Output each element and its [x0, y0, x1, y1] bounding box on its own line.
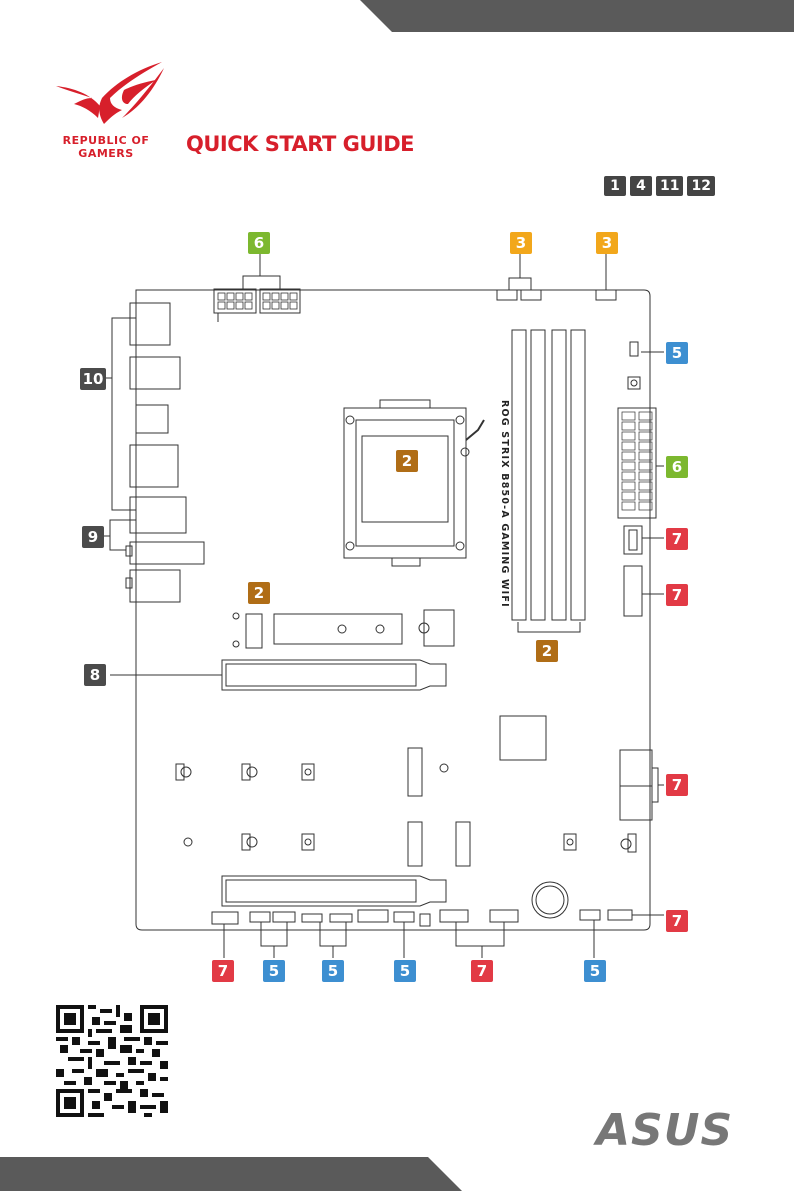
chipset [500, 716, 546, 760]
m2-slot-4 [456, 822, 470, 866]
dimm-slot-3 [552, 330, 566, 620]
io-block-7 [130, 570, 180, 602]
callout-bottom-5-c: 5 [394, 960, 416, 982]
qr-code [56, 1005, 168, 1117]
io-block-3 [136, 405, 168, 433]
dimm-slot-4 [571, 330, 585, 620]
io-block-6 [130, 542, 204, 564]
bottom-header-1 [212, 912, 238, 924]
callout-sata: 7 [666, 774, 688, 796]
callout-bottom-5-a: 5 [263, 960, 285, 982]
callout-bottom-5-b: 5 [322, 960, 344, 982]
cpu-socket [362, 436, 448, 522]
usb32-header [624, 566, 642, 616]
callout-io: 10 [80, 368, 106, 390]
callout-fan-b: 3 [596, 232, 618, 254]
reset-button [628, 377, 640, 389]
io-block-2 [130, 357, 180, 389]
callout-bottom-7-right: 7 [666, 910, 688, 932]
callout-pcie: 8 [84, 664, 106, 686]
callout-audio: 9 [82, 526, 104, 548]
callout-fan-a: 3 [510, 232, 532, 254]
callout-bottom-5-d: 5 [584, 960, 606, 982]
dimm-slot-2 [531, 330, 545, 620]
callout-atx-power: 6 [666, 456, 688, 478]
m2-connector [246, 614, 262, 648]
callout-usb32: 7 [666, 584, 688, 606]
m2-slot-3 [408, 822, 422, 866]
callout-bottom-7-left: 7 [212, 960, 234, 982]
callout-rgb-right: 5 [666, 342, 688, 364]
callout-cpu: 2 [396, 450, 418, 472]
callout-power-top: 6 [248, 232, 270, 254]
fan-header-1 [497, 290, 517, 300]
io-block-5 [130, 497, 186, 533]
board-model-label: ROG STRIX B850-A GAMING WIFI [499, 400, 510, 608]
m2-slot-2 [408, 748, 422, 796]
callout-front-usb-c: 7 [666, 528, 688, 550]
io-bracket [112, 318, 136, 510]
sata-block-2 [620, 786, 652, 820]
dimm-slot-1 [512, 330, 526, 620]
asus-logo: ASUS [596, 1112, 758, 1150]
io-block-4 [130, 445, 178, 487]
callout-dimm: 2 [536, 640, 558, 662]
fan-header-2 [521, 290, 541, 300]
callout-bottom-7-mid: 7 [471, 960, 493, 982]
sata-block-1 [620, 750, 652, 786]
fan-header-3 [596, 290, 616, 300]
cmos-battery [532, 882, 568, 918]
callout-m2: 2 [248, 582, 270, 604]
